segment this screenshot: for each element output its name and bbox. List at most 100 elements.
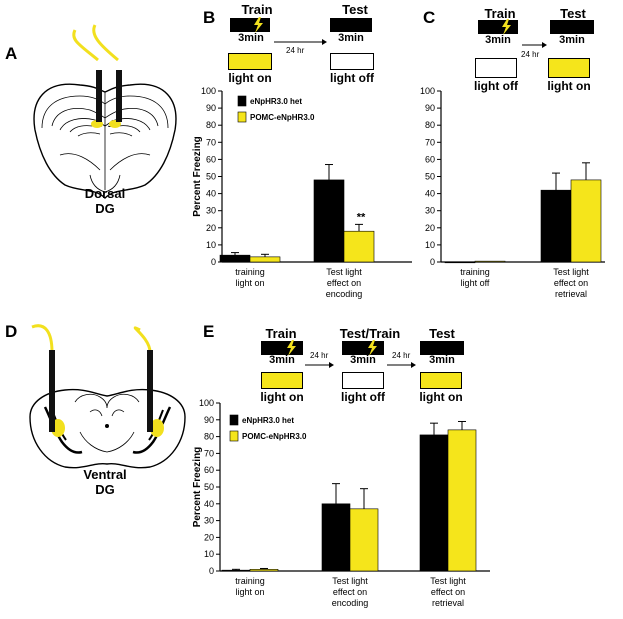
chart-b-bar-pomc-0: [249, 256, 281, 263]
chart-b-y-tick-label: 0: [211, 257, 216, 267]
protocol-c-cond1-box: [475, 58, 517, 78]
chart-e-y-tick-label: 80: [204, 432, 214, 442]
chart-c-y-tick-label: 70: [425, 137, 435, 147]
chart-b-legend-swatch-pomc: [237, 111, 247, 123]
protocol-e-delay1: 24 hr: [310, 351, 329, 360]
protocol-e-testtrain-duration: 3min: [350, 354, 376, 366]
protocol-c-train-box: [478, 20, 518, 34]
protocol-b-cond2-box: [330, 53, 374, 70]
chart-b-legend-label-het: eNpHR3.0 het: [250, 97, 302, 106]
dorsal-caption: Dorsal DG: [60, 186, 150, 216]
chart-b-category-label: light on: [235, 278, 264, 288]
protocol-e-train-duration: 3min: [269, 354, 295, 366]
chart-c-y-tick-label: 80: [425, 120, 435, 130]
chart-b-y-axis-title: Percent Freezing: [192, 136, 203, 217]
dorsal-caption-line2: DG: [95, 201, 115, 216]
chart-e-legend-label-het: eNpHR3.0 het: [242, 416, 294, 425]
protocol-b-cond1-label: light on: [228, 71, 272, 85]
chart-e-bar-pomc-2: [447, 429, 477, 572]
protocol-e-test-duration: 3min: [429, 354, 455, 366]
dorsal-brain-illustration: [33, 24, 177, 199]
chart-b-category-label: effect on: [327, 278, 361, 288]
chart-e-category-label: Test light: [430, 576, 466, 586]
chart-e-bar-het-1: [321, 503, 351, 572]
chart-b-bar-het-0: [219, 254, 251, 263]
protocol-e-cond1-box: [261, 372, 303, 389]
chart-e-y-tick-label: 100: [199, 398, 214, 408]
protocol-b-cond2-label: light off: [330, 71, 374, 85]
protocol-e-delay2: 24 hr: [392, 351, 411, 360]
arrow-right-icon: [522, 42, 547, 48]
shock-icon: [254, 17, 263, 33]
chart-b-significance-marker: **: [357, 211, 366, 223]
chart-b-bar-pomc-1: [343, 230, 375, 263]
ventral-caption-line1: Ventral: [83, 467, 127, 482]
dorsal-caption-line1: Dorsal: [84, 186, 126, 201]
shock-icon: [502, 19, 511, 35]
chart-c-bar-pomc-1: [570, 179, 602, 263]
protocol-e-cond3-box: [420, 372, 462, 389]
protocol-c-test-label: Test: [560, 6, 586, 21]
chart-c-bar-pomc-0: [474, 260, 506, 263]
chart-e-bar-het-2: [419, 434, 449, 572]
protocol-e-test-label: Test: [429, 326, 455, 341]
chart-e-bar-het-0: [221, 569, 251, 572]
chart-c-y-tick-label: 50: [425, 172, 435, 182]
chart-b-y-tick-label: 100: [201, 86, 216, 96]
chart-e-legend-swatch-het: [229, 414, 239, 426]
chart-b-y-tick-label: 30: [206, 206, 216, 216]
chart-c-y-tick-label: 10: [425, 240, 435, 250]
panel-letter-b: B: [203, 8, 216, 27]
protocol-e-cond2-label: light off: [341, 390, 385, 404]
chart-c-y-tick-label: 100: [420, 86, 435, 96]
chart-e-y-tick-label: 40: [204, 499, 214, 509]
protocol-b-cond1-box: [228, 53, 272, 70]
chart-b-category-label: encoding: [326, 289, 363, 299]
chart-c-bar-het-0: [444, 261, 476, 264]
arrow-right-icon: [305, 362, 334, 368]
chart-b-legend-swatch-het: [237, 95, 247, 107]
chart-e-bar-pomc-1: [349, 508, 379, 572]
protocol-e-train-label: Train: [265, 326, 297, 341]
protocol-c-cond2-box: [548, 58, 590, 78]
protocol-c-test-box: [550, 20, 594, 34]
protocol-e-testtrain-label: Test/Train: [339, 326, 401, 341]
chart-c-y-tick-label: 20: [425, 223, 435, 233]
protocol-e-cond2-box: [342, 372, 384, 389]
chart-c-y-tick-label: 90: [425, 103, 435, 113]
protocol-b-train-label: Train: [241, 2, 273, 17]
chart-c-category-label: retrieval: [555, 289, 587, 299]
chart-b-y-tick-label: 50: [206, 172, 216, 182]
chart-e-y-tick-label: 60: [204, 465, 214, 475]
protocol-c-cond2-label: light on: [547, 79, 591, 93]
chart-b-y-tick-label: 80: [206, 120, 216, 130]
protocol-b-test-label: Test: [342, 2, 368, 17]
chart-b-category-label: Test light: [326, 267, 362, 277]
chart-b-y-tick-label: 70: [206, 137, 216, 147]
chart-c-y-tick-label: 30: [425, 206, 435, 216]
chart-e-category-label: training: [235, 576, 265, 586]
chart-c-bar-het-1: [540, 189, 572, 263]
chart-e-y-axis-title: Percent Freezing: [192, 447, 203, 528]
panel-letter-a: A: [5, 44, 18, 63]
ventral-caption: Ventral DG: [60, 467, 150, 497]
chart-b-y-tick-label: 40: [206, 189, 216, 199]
arrow-right-icon: [274, 39, 327, 45]
protocol-c-train-duration: 3min: [485, 34, 511, 46]
chart-e-category-label: retrieval: [432, 598, 464, 608]
chart-b-category-label: training: [235, 267, 265, 277]
chart-e-y-tick-label: 50: [204, 482, 214, 492]
chart-b-legend-label-pomc: POMC-eNpHR3.0: [250, 113, 315, 122]
chart-c-y-tick-label: 40: [425, 189, 435, 199]
chart-e-legend-swatch-pomc: [229, 430, 239, 442]
chart-e-category-label: effect on: [431, 587, 465, 597]
panel-letter-e: E: [203, 322, 215, 341]
chart-c-category-label: effect on: [554, 278, 588, 288]
ventral-brain-illustration: [29, 324, 186, 469]
protocol-e-cond1-label: light on: [260, 390, 304, 404]
protocol-c-delay: 24 hr: [521, 50, 540, 59]
chart-e-y-tick-label: 0: [209, 566, 214, 576]
chart-e-y-tick-label: 70: [204, 448, 214, 458]
protocol-e-cond3-label: light on: [419, 390, 463, 404]
